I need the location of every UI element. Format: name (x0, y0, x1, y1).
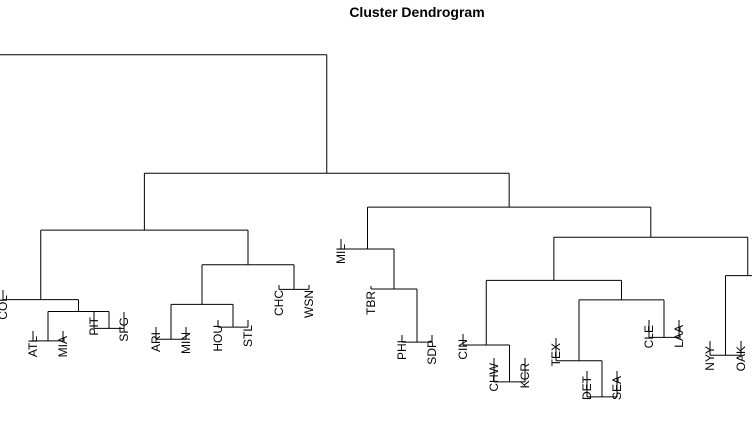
leaf-label-cin: CIN (456, 339, 470, 360)
leaf-label-pit: PIT (87, 316, 101, 335)
leaf-label-oak: OAK (734, 346, 748, 371)
leaf-label-sdp: SDP (425, 340, 439, 365)
leaf-label-mia: MIA (56, 336, 70, 357)
leaf-label-mil: MIL (334, 244, 348, 264)
leaf-label-nyy: NYY (703, 346, 717, 371)
leaf-label-det: DET (580, 375, 594, 400)
leaf-label-stl: STL (241, 325, 255, 347)
leaf-label-col: COL (0, 295, 10, 320)
leaf-label-tex: TEX (549, 343, 563, 366)
leaf-label-kcr: KCR (518, 363, 532, 389)
leaf-label-atl: ATL (26, 336, 40, 357)
leaf-label-chw: CHW (487, 362, 501, 391)
leaf-label-sfg: SFG (117, 317, 131, 342)
leaf-label-phi: PHI (395, 340, 409, 360)
leaf-label-ari: ARI (149, 332, 163, 352)
leaf-label-chc: CHC (272, 290, 286, 316)
chart-title: Cluster Dendrogram (349, 4, 485, 20)
leaf-label-min: MIN (179, 332, 193, 354)
leaf-label-tbr: TBR (364, 291, 378, 315)
leaf-label-wsn: WSN (302, 290, 316, 318)
leaf-label-cle: CLE (642, 325, 656, 348)
leaf-label-laa: LAA (672, 325, 686, 348)
leaf-label-sea: SEA (610, 376, 624, 400)
leaf-label-hou: HOU (211, 325, 225, 352)
